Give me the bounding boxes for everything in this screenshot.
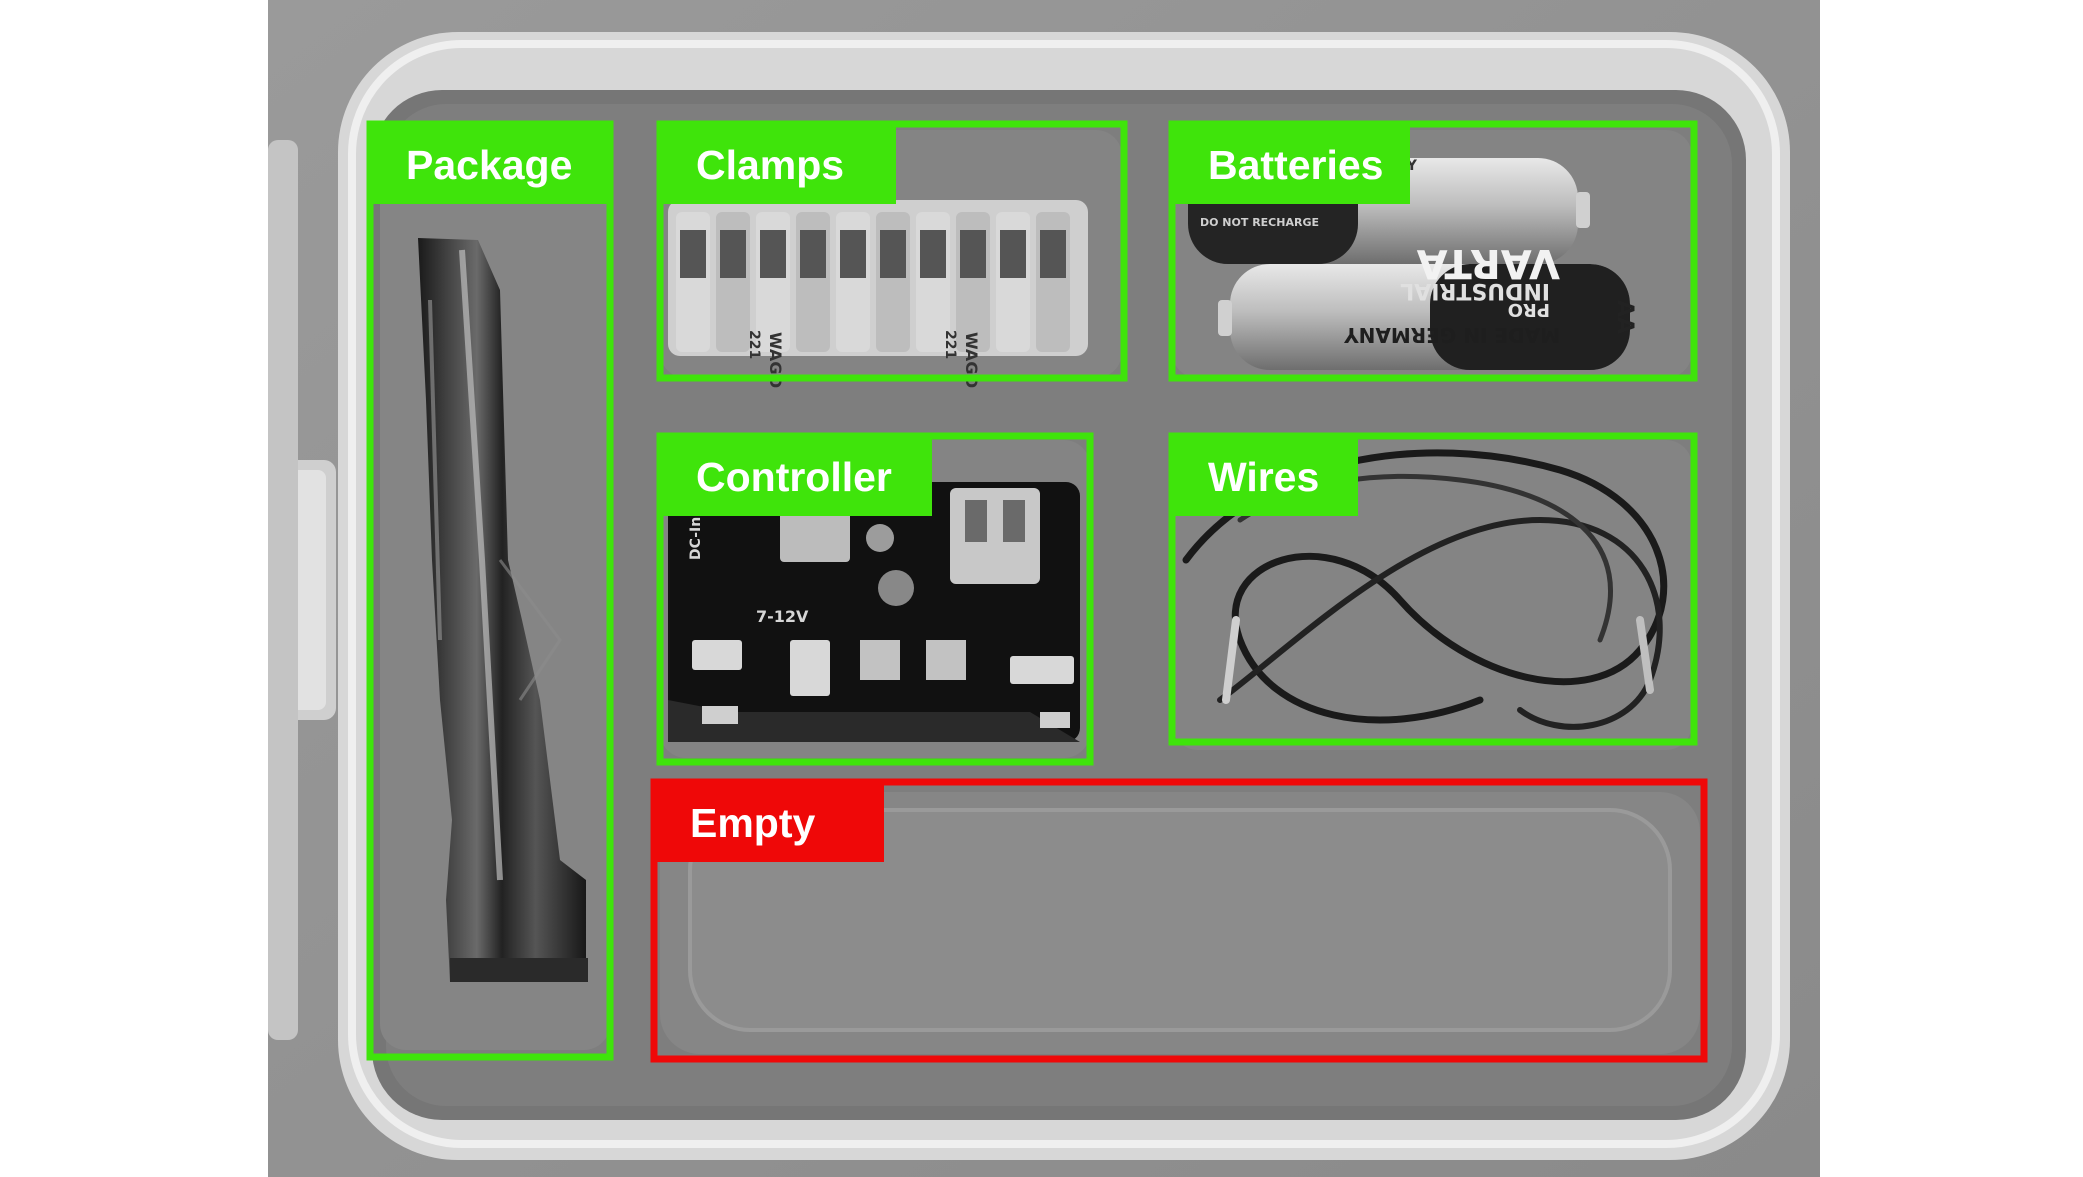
label-text-empty: Empty [690,800,816,846]
bounding-box-empty [650,778,1708,1063]
clamp-window [1040,230,1066,278]
label-text-clamps: Clamps [696,142,844,188]
label-tag-empty [654,782,884,862]
clamp-window [960,230,986,278]
clamp-window [880,230,906,278]
clamp-window [680,230,706,278]
clamp-window [800,230,826,278]
label-tag-wires [1172,436,1358,516]
label-tag-batteries [1172,124,1410,204]
clamps-item: WAGO 221 WAGO 221 [668,200,1088,388]
battery-origin-print: MADE IN GERMANY [1344,323,1560,347]
compartment-batteries: Batteries [1168,120,1698,382]
label-text-wires: Wires [1208,454,1319,500]
compartment-clamps: Clamps [656,120,1128,382]
clamp-window [760,230,786,278]
compartment-controller: Controller [656,432,1094,766]
clamp-model-print-2: 221 [942,330,958,359]
label-text-batteries: Batteries [1208,142,1383,188]
battery-brand-print: VARTA [1417,240,1560,286]
clamp-brand-print-2: WAGO [962,332,981,388]
compartment-package: Package [366,120,614,1061]
battery-line2-print: PRO [1508,299,1550,320]
compartment-wires: Wires [1168,432,1698,746]
label-tag-controller [660,436,932,516]
wires-item [1182,449,1668,730]
label-tag-clamps [660,124,896,204]
clamp-brand-print: WAGO [766,332,785,388]
controller-item: DC-In 7-12V [668,482,1080,742]
clamp-window [920,230,946,278]
clamp-window [840,230,866,278]
board-input-print: DC-In [688,517,704,560]
label-text-package: Package [406,142,572,188]
battery-line1-print: INDUSTRIAL [1400,278,1550,303]
bounding-box-batteries [1168,120,1698,382]
battery-size-print: AA [1612,300,1637,334]
bounding-box-wires [1168,432,1698,746]
clamp-window [1000,230,1026,278]
label-text-controller: Controller [696,454,892,500]
clamp-model-print: 221 [746,330,762,359]
compartment-empty: Empty [650,778,1708,1063]
label-tag-package [370,124,612,204]
board-voltage-print: 7-12V [756,607,809,626]
battery-warning-print: DO NOT RECHARGE [1200,216,1319,229]
clamp-window [720,230,746,278]
package-item [418,238,588,982]
